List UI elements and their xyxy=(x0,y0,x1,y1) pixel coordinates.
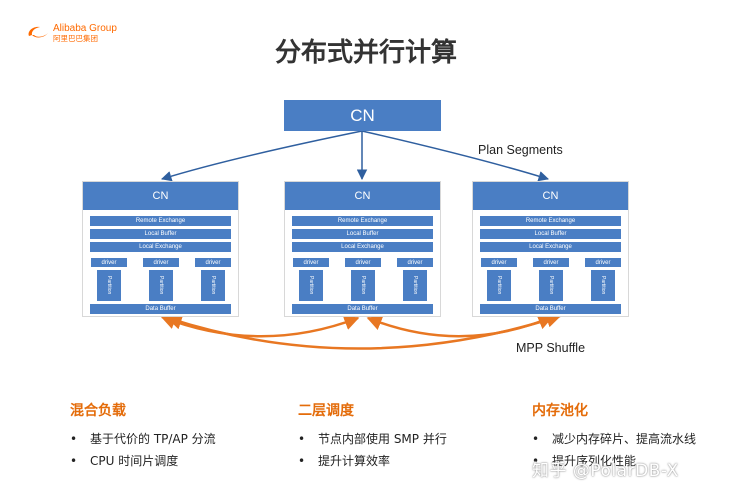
data-buffer-bar: Data Buffer xyxy=(90,304,231,314)
data-buffer-bar: Data Buffer xyxy=(292,304,433,314)
feature-item: • 减少内存碎片、提高流水线 xyxy=(532,428,696,450)
shuffle-arrow-left-center xyxy=(160,314,360,338)
feature-item: • CPU 时间片调度 xyxy=(70,450,216,472)
partition-block: Partition xyxy=(487,270,511,301)
compute-node-2: CN Remote Exchange Local Buffer Local Ex… xyxy=(284,181,441,317)
driver-label: driver xyxy=(533,258,569,267)
remote-exchange-bar: Remote Exchange xyxy=(90,216,231,226)
feature-two-level-scheduling: 二层调度 • 节点内部使用 SMP 并行 • 提升计算效率 xyxy=(298,400,447,472)
plan-arrow-left xyxy=(160,130,363,182)
plan-arrow-right xyxy=(361,130,550,182)
driver-label: driver xyxy=(195,258,231,267)
bullet: • xyxy=(298,432,306,446)
feature-hybrid-workload: 混合负载 • 基于代价的 TP/AP 分流 • CPU 时间片调度 xyxy=(70,400,216,472)
coordinator-node: CN xyxy=(284,100,441,131)
bullet: • xyxy=(298,454,306,468)
local-buffer-bar: Local Buffer xyxy=(90,229,231,239)
feature-title: 混合负载 xyxy=(70,403,126,419)
compute-node-1: CN Remote Exchange Local Buffer Local Ex… xyxy=(82,181,239,317)
driver-label: driver xyxy=(143,258,179,267)
local-buffer-bar: Local Buffer xyxy=(480,229,621,239)
feature-item-text: 减少内存碎片、提高流水线 xyxy=(552,432,697,446)
driver-label: driver xyxy=(345,258,381,267)
mpp-shuffle-label: MPP Shuffle xyxy=(516,341,586,355)
driver-label: driver xyxy=(397,258,433,267)
driver-label: driver xyxy=(481,258,517,267)
partition-label: Partition xyxy=(308,276,314,295)
partition-label: Partition xyxy=(600,276,606,295)
zhihu-watermark: 知乎 @PolarDB-X xyxy=(532,461,679,481)
partition-label: Partition xyxy=(360,276,366,295)
page-title: 分布式并行计算 xyxy=(274,38,457,68)
local-exchange-bar: Local Exchange xyxy=(292,242,433,252)
alibaba-group-logo: Alibaba Group 阿里巴巴集团 xyxy=(26,24,117,43)
local-buffer-bar: Local Buffer xyxy=(292,229,433,239)
compute-node-3: CN Remote Exchange Local Buffer Local Ex… xyxy=(472,181,629,317)
local-exchange-bar: Local Exchange xyxy=(480,242,621,252)
feature-item: • 节点内部使用 SMP 并行 xyxy=(298,428,447,450)
partition-block: Partition xyxy=(591,270,615,301)
bullet: • xyxy=(532,454,540,468)
feature-item-text: 提升序列化性能 xyxy=(552,454,637,468)
feature-item-text: 基于代价的 TP/AP 分流 xyxy=(90,432,216,446)
driver-label: driver xyxy=(293,258,329,267)
partition-block: Partition xyxy=(149,270,173,301)
partition-block: Partition xyxy=(403,270,427,301)
node-title: CN xyxy=(285,182,440,210)
shuffle-arrow-left-right xyxy=(166,312,562,350)
logo-chinese-text: 阿里巴巴集团 xyxy=(53,34,98,43)
partition-label: Partition xyxy=(210,276,216,295)
feature-title: 内存池化 xyxy=(532,403,588,419)
local-exchange-bar: Local Exchange xyxy=(90,242,231,252)
logo-english-text: Alibaba Group xyxy=(53,23,117,34)
partition-block: Partition xyxy=(97,270,121,301)
alibaba-logo-icon xyxy=(28,27,48,38)
partition-block: Partition xyxy=(539,270,563,301)
partition-block: Partition xyxy=(299,270,323,301)
partition-label: Partition xyxy=(412,276,418,295)
partition-block: Partition xyxy=(201,270,225,301)
driver-label: driver xyxy=(585,258,621,267)
node-title: CN xyxy=(83,182,238,210)
partition-label: Partition xyxy=(106,276,112,295)
plan-segments-label: Plan Segments xyxy=(478,143,563,157)
feature-title: 二层调度 xyxy=(298,403,354,419)
node-title: CN xyxy=(473,182,628,210)
remote-exchange-bar: Remote Exchange xyxy=(480,216,621,226)
feature-item-text: CPU 时间片调度 xyxy=(90,454,179,468)
feature-item: • 提升计算效率 xyxy=(298,450,447,472)
feature-item-text: 提升计算效率 xyxy=(318,454,391,468)
bullet: • xyxy=(532,432,540,446)
feature-item-text: 节点内部使用 SMP 并行 xyxy=(318,432,447,446)
feature-memory-pooling: 内存池化 • 减少内存碎片、提高流水线 • 提升序列化性能 xyxy=(532,400,696,472)
feature-item: • 提升序列化性能 xyxy=(532,450,696,472)
driver-label: driver xyxy=(91,258,127,267)
partition-label: Partition xyxy=(496,276,502,295)
partition-label: Partition xyxy=(158,276,164,295)
partition-label: Partition xyxy=(548,276,554,295)
feature-item: • 基于代价的 TP/AP 分流 xyxy=(70,428,216,450)
bullet: • xyxy=(70,454,78,468)
remote-exchange-bar: Remote Exchange xyxy=(292,216,433,226)
data-buffer-bar: Data Buffer xyxy=(480,304,621,314)
partition-block: Partition xyxy=(351,270,375,301)
bullet: • xyxy=(70,432,78,446)
